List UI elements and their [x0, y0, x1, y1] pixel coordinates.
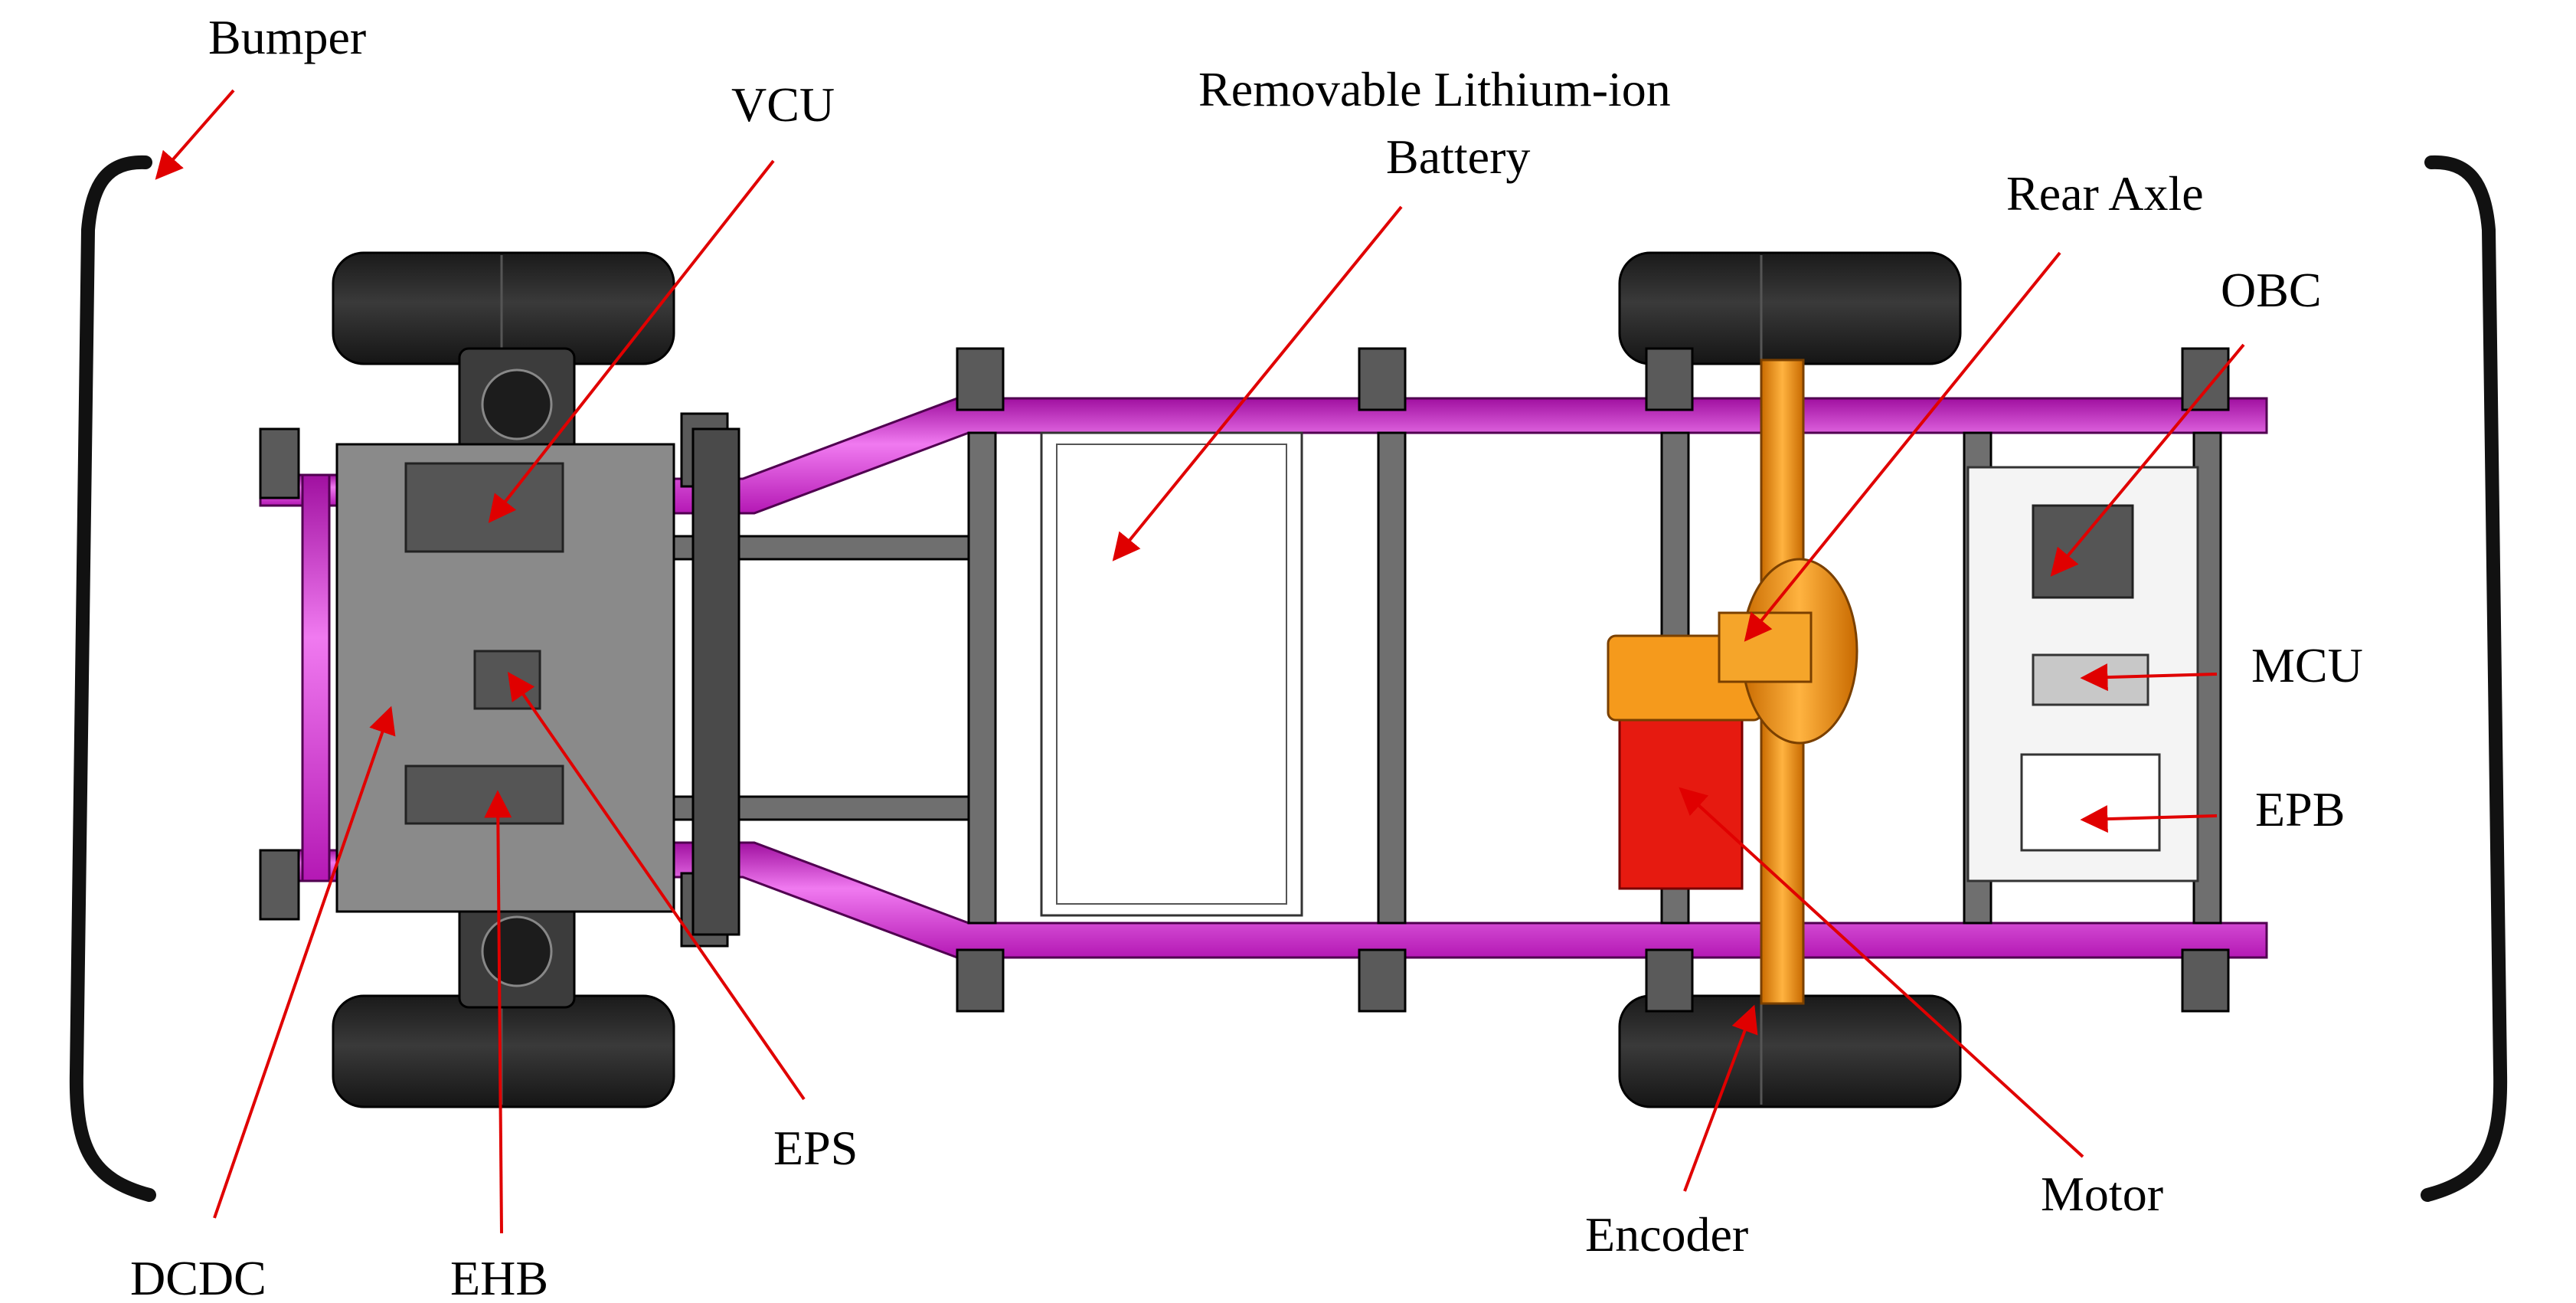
- label-obc: OBC: [2221, 263, 2322, 317]
- front-left-tire: [332, 251, 675, 365]
- label-dcdc: DCDC: [130, 1251, 266, 1303]
- front-electronics-plate: [335, 443, 675, 913]
- battery-bay: [1040, 431, 1303, 917]
- front-left-hub: [458, 347, 576, 457]
- front-right-tire: [332, 994, 675, 1108]
- label-vcu: VCU: [731, 77, 835, 132]
- label-eps: EPS: [773, 1121, 858, 1175]
- rear-axle: [1718, 358, 1858, 1005]
- label-battery-line2: Battery: [1386, 129, 1530, 184]
- label-mcu: MCU: [2251, 638, 2363, 692]
- front-bumper: [69, 155, 156, 1202]
- callout-arrows: [155, 89, 2245, 1234]
- label-encoder: Encoder: [1585, 1207, 1748, 1262]
- front-right-hub: [458, 899, 576, 1009]
- label-battery-line1: Removable Lithium-ion: [1198, 62, 1671, 116]
- rear-bumper: [2421, 155, 2508, 1202]
- label-bumper: Bumper: [208, 10, 366, 64]
- rear-right-tire: [1618, 994, 1962, 1108]
- rear-left-tire: [1618, 251, 1962, 365]
- label-motor: Motor: [2041, 1167, 2163, 1221]
- label-epb: EPB: [2255, 782, 2345, 836]
- label-ehb: EHB: [450, 1251, 548, 1303]
- label-rear-axle: Rear Axle: [2006, 166, 2204, 221]
